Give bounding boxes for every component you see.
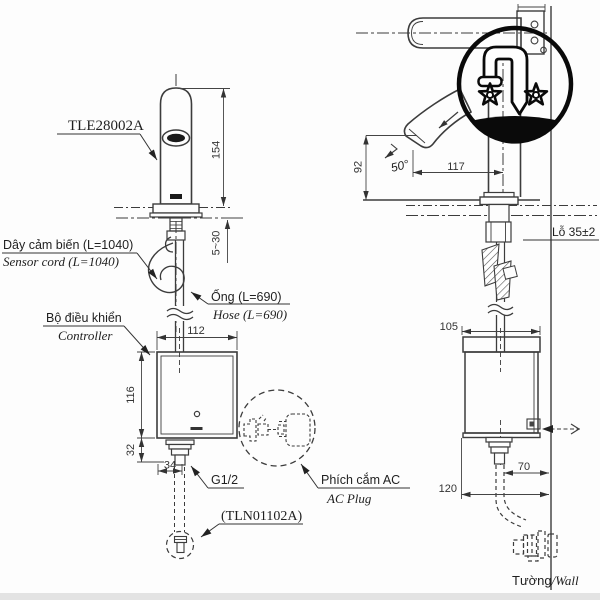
ac-plug-detail [238,389,316,467]
dim-text-116: 116 [125,386,137,404]
logo-flower-icon [477,82,503,106]
side-view: 92 117 50° 105 70 120 Lỗ 35±2 Tường/Wall [353,4,599,590]
ac-plug-label-vi: Phích cắm AC [321,472,400,487]
product-code-label: TLE28002A [68,118,144,134]
controller-box [156,351,238,439]
sensor-window [161,129,191,147]
hose-label-en: Hose (L=690) [212,307,287,322]
dim-117 [412,150,503,177]
sensor-head-block [516,10,545,55]
dim-154 [178,88,230,206]
hose-label-vi: Ống (L=690) [211,289,282,304]
dim-text-105: 105 [440,321,458,333]
brand-watermark-logo [456,25,574,144]
logo-flower-icon [523,82,549,106]
deck-flange [152,203,200,214]
dim-text-angle: 50° [389,157,410,175]
dim-120 [461,438,549,499]
spout-head [407,17,522,49]
dim-text-112: 112 [187,325,205,337]
sensor-cord-loop [164,236,174,253]
dim-text-120: 120 [439,483,457,495]
wall-label: Tường/Wall [512,573,579,588]
footer-bar [0,593,600,600]
dim-text-92: 92 [353,161,365,173]
front-view: TLE28002A Dây cảm biến (L=1040) Sensor c… [2,74,410,560]
flow-arrow [438,111,459,129]
sensor-cord-label-vi: Dây cảm biến (L=1040) [3,238,133,252]
dim-text-117: 117 [447,161,465,173]
dim-text-70: 70 [518,461,530,473]
logo-faucet-icon [482,45,529,116]
spout-tube [403,87,473,149]
led-indicator [193,410,201,418]
drain-hole [165,530,195,560]
dim-text-154: 154 [211,141,223,159]
controller-label-vi: Bộ điều khiển [46,311,122,325]
dim-text-34: 34 [164,460,176,472]
drain-code-label: (TLN01102A) [221,509,302,524]
hole-label: Lỗ 35±2 [552,224,596,239]
dim-text-32: 32 [125,444,137,456]
ac-plug-label-en: AC Plug [326,491,372,506]
thread-label: G1/2 [211,473,238,487]
dim-deck [223,217,243,263]
pipe-break [166,307,194,315]
dim-34 [157,464,183,475]
sensor-cord-label-en: Sensor cord (L=1040) [3,254,119,269]
controller-label-en: Controller [58,328,113,343]
dim-92 [363,135,417,200]
dim-text-deck: 5~30 [211,231,223,256]
dim-105 [461,326,541,335]
dim-116-32 [137,351,164,463]
controller-box-side [462,336,541,353]
logo-sink-bowl [470,116,560,144]
dim-112 [156,331,238,350]
